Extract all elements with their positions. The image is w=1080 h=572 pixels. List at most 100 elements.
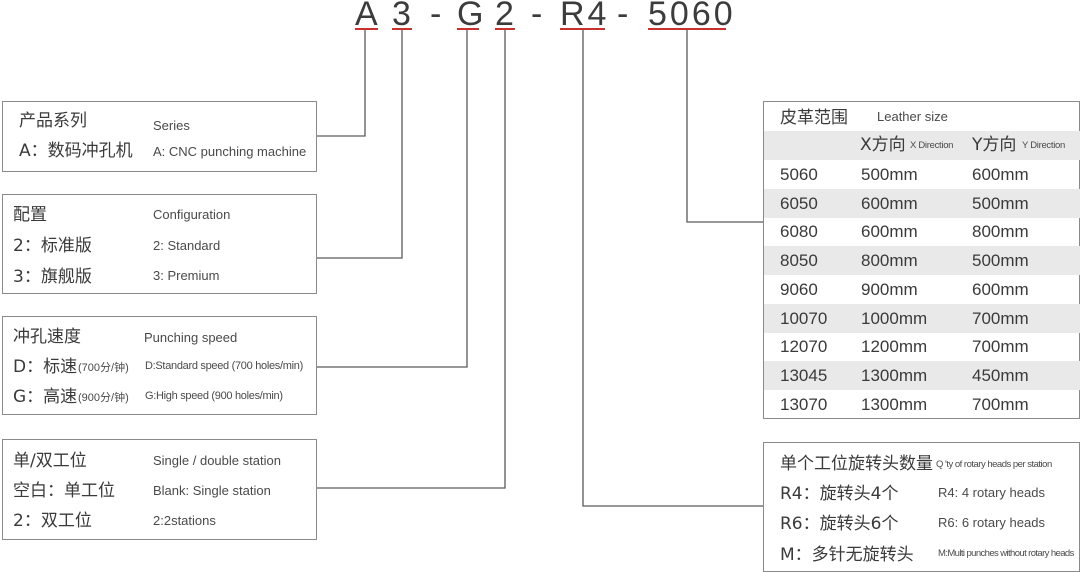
speed-item-zh-rate: (900分/钟) bbox=[78, 392, 129, 404]
leather-y-cell: 500mm bbox=[972, 251, 1029, 271]
connector-speed bbox=[316, 30, 468, 368]
leather-x-cell: 500mm bbox=[861, 165, 918, 184]
heads-title-zh: 单个工位旋转头数量 bbox=[780, 454, 933, 474]
leather-row: 9060 900mm 600mm bbox=[764, 275, 1080, 304]
speed-item-en: D:Standard speed (700 holes/min) bbox=[145, 360, 303, 372]
station-item-zh: 2：双工位 bbox=[13, 511, 92, 531]
code-underline bbox=[648, 28, 726, 30]
speed-item-zh-rate: (700分/钟) bbox=[78, 362, 129, 374]
config-item-zh: 2：标准版 bbox=[13, 236, 92, 256]
config-item-en: 2: Standard bbox=[153, 238, 221, 253]
series-item-zh: A：数码冲孔机 bbox=[19, 141, 133, 161]
config-item-en: 3: Premium bbox=[153, 268, 220, 283]
config-title-zh: 配置 bbox=[13, 205, 47, 225]
leather-y-cell: 800mm bbox=[972, 222, 1029, 242]
code-part-speed: G bbox=[457, 0, 487, 33]
code-sep-3: - bbox=[617, 0, 632, 33]
leather-y-cell: 700mm bbox=[972, 337, 1029, 357]
leather-model-cell: 13045 bbox=[780, 365, 828, 385]
code-underline bbox=[457, 28, 479, 30]
heads-item-en: M:Multi punches without rotary heads bbox=[938, 548, 1074, 559]
leather-row: 10070 1000mm 700mm bbox=[764, 303, 1080, 333]
series-title-zh: 产品系列 bbox=[19, 111, 87, 131]
station-box: 单/双工位 Single / double station 空白：单工位 Bla… bbox=[2, 439, 317, 540]
leather-row: 8050 800mm 500mm bbox=[764, 246, 1080, 276]
heads-item-zh: M：多针无旋转头 bbox=[780, 545, 914, 565]
station-item-en: 2:2stations bbox=[153, 513, 216, 528]
leather-model-cell: 5060 bbox=[780, 165, 818, 184]
leather-y-cell: 600mm bbox=[972, 279, 1029, 299]
col-x-zh: X方向 bbox=[860, 135, 906, 155]
leather-x-cell: 1200mm bbox=[861, 337, 928, 357]
leather-y-cell: 700mm bbox=[972, 394, 1029, 414]
configuration-box: 配置 Configuration 2：标准版 2: Standard 3：旗舰版… bbox=[2, 194, 317, 294]
station-item-en: Blank: Single station bbox=[153, 483, 271, 498]
leather-model-cell: 8050 bbox=[780, 251, 818, 271]
code-underline bbox=[495, 28, 515, 30]
leather-y-cell: 500mm bbox=[972, 193, 1029, 213]
speed-title-en: Punching speed bbox=[144, 330, 238, 345]
heads-title-en: Q 'ty of rotary heads per station bbox=[936, 459, 1052, 470]
leather-model-cell: 6080 bbox=[780, 222, 818, 242]
leather-x-cell: 900mm bbox=[861, 279, 918, 299]
heads-item-zh: R6：旋转头6个 bbox=[780, 514, 899, 534]
speed-item-zh: G：高速 bbox=[13, 387, 78, 407]
station-title-zh: 单/双工位 bbox=[13, 451, 87, 471]
leather-model-cell: 9060 bbox=[780, 279, 818, 299]
config-item-zh: 3：旗舰版 bbox=[13, 267, 92, 287]
col-x-en: X Direction bbox=[910, 140, 954, 151]
code-sep-2: - bbox=[531, 0, 546, 33]
leather-x-cell: 1300mm bbox=[861, 365, 928, 385]
station-item-zh: 空白：单工位 bbox=[13, 481, 115, 501]
heads-item-zh: R4：旋转头4个 bbox=[780, 484, 899, 504]
code-sep-1: - bbox=[430, 0, 445, 33]
speed-item-zh: D：标速 bbox=[13, 357, 78, 377]
leather-x-cell: 800mm bbox=[861, 251, 918, 271]
rotary-heads-box: 单个工位旋转头数量 Q 'ty of rotary heads per stat… bbox=[763, 442, 1080, 572]
leather-row: 12070 1200mm 700mm bbox=[764, 332, 1080, 361]
col-y-en: Y Direction bbox=[1022, 140, 1065, 151]
code-part-heads: R4 bbox=[560, 0, 610, 33]
series-item-en: A: CNC punching machine bbox=[153, 144, 307, 159]
config-title-en: Configuration bbox=[153, 207, 231, 222]
leather-y-cell: 600mm bbox=[972, 165, 1029, 184]
leather-model-cell: 6050 bbox=[780, 193, 818, 213]
speed-title-zh: 冲孔速度 bbox=[13, 327, 81, 347]
leather-x-cell: 600mm bbox=[861, 222, 918, 242]
leather-model-cell: 12070 bbox=[780, 337, 828, 357]
connector-series bbox=[316, 30, 366, 137]
heads-item-en: R6: 6 rotary heads bbox=[938, 515, 1045, 530]
code-underline bbox=[392, 28, 412, 30]
leather-y-cell: 700mm bbox=[972, 308, 1029, 328]
series-box: 产品系列 Series A：数码冲孔机 A: CNC punching mach… bbox=[2, 101, 317, 172]
leather-row: 5060 500mm 600mm bbox=[764, 160, 1080, 189]
leather-size-table: 皮革范围 Leather size X方向 X Direction Y方向 Y … bbox=[763, 101, 1080, 419]
leather-model-cell: 10070 bbox=[780, 308, 828, 328]
connector-config bbox=[316, 30, 403, 259]
leather-header-row: X方向 X Direction Y方向 Y Direction bbox=[764, 131, 1080, 160]
leather-x-cell: 1300mm bbox=[861, 394, 928, 414]
leather-title-en: Leather size bbox=[877, 109, 948, 124]
heads-item-en: R4: 4 rotary heads bbox=[938, 485, 1045, 500]
leather-x-cell: 1000mm bbox=[861, 308, 928, 328]
punching-speed-box: 冲孔速度 Punching speed D：标速 (700分/钟) D:Stan… bbox=[2, 316, 317, 415]
code-part-leather: 5060 bbox=[648, 0, 736, 33]
leather-row: 13045 1300mm 450mm bbox=[764, 360, 1080, 390]
connector-heads bbox=[582, 30, 763, 507]
connector-leather bbox=[686, 30, 763, 223]
leather-row: 13070 1300mm 700mm bbox=[764, 390, 1080, 419]
speed-item-en: G:High speed (900 holes/min) bbox=[145, 390, 283, 402]
col-y-zh: Y方向 bbox=[972, 135, 1017, 155]
code-underline bbox=[560, 28, 605, 30]
leather-y-cell: 450mm bbox=[972, 365, 1029, 385]
code-part-series: A bbox=[355, 0, 381, 33]
leather-model-cell: 13070 bbox=[780, 394, 828, 414]
leather-row: 6080 600mm 800mm bbox=[764, 217, 1080, 246]
code-underline bbox=[355, 28, 378, 30]
connector-station bbox=[316, 30, 506, 489]
station-title-en: Single / double station bbox=[153, 453, 281, 468]
leather-title-zh: 皮革范围 bbox=[780, 108, 848, 128]
code-part-station: 2 bbox=[495, 0, 517, 33]
